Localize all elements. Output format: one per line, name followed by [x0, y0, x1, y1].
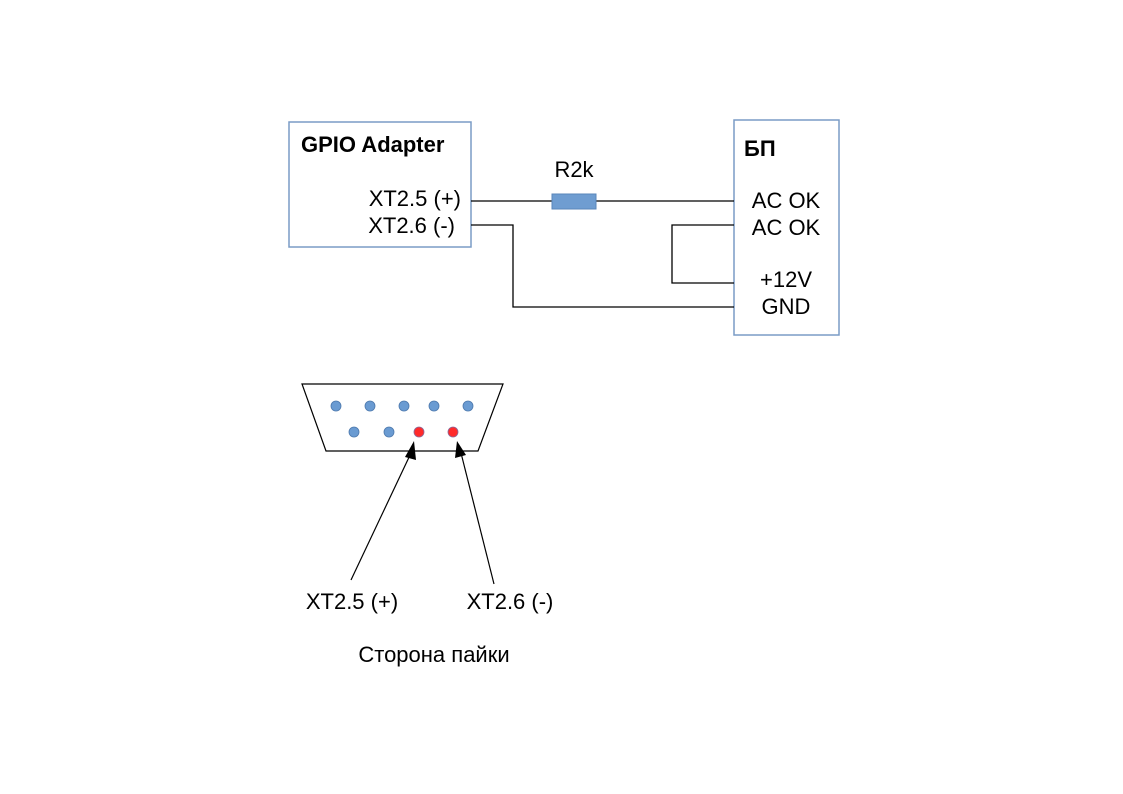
gpio-pin-xt2-5: XT2.5 (+)	[369, 186, 461, 211]
wire-ac-ok-to-12v-jumper	[671, 224, 734, 284]
arrow-xt2-5-head	[405, 441, 416, 460]
connector-outline	[301, 383, 504, 452]
callout-label-xt2-6: XT2.6 (-)	[467, 589, 554, 614]
wires	[471, 200, 734, 308]
gpio-adapter-title: GPIO Adapter	[301, 132, 445, 157]
wire-xt2-6-to-gnd	[471, 224, 734, 308]
arrow-xt2-6-line	[460, 452, 495, 585]
power-supply-box	[733, 119, 840, 336]
callout-label-xt2-5: XT2.5 (+)	[306, 589, 398, 614]
psu-pin-ac-ok-2: AC OK	[752, 215, 821, 240]
connector-pin-top-1	[330, 400, 342, 412]
connector-pin-top-4	[428, 400, 440, 412]
connector-pin-top-5	[462, 400, 474, 412]
resistor-body	[551, 193, 597, 210]
connector-pin-top-3	[398, 400, 410, 412]
power-supply-title: БП	[744, 136, 776, 161]
psu-pin-ac-ok-1: AC OK	[752, 188, 821, 213]
power-supply-block: БП AC OK AC OK +12V GND	[733, 119, 840, 336]
callout-arrows	[350, 441, 495, 585]
connector-pin-highlighted-3	[413, 426, 425, 438]
connector-pin-top-2	[364, 400, 376, 412]
gpio-adapter-block: GPIO Adapter XT2.5 (+) XT2.6 (-)	[288, 121, 472, 248]
connector-pin-highlighted-4	[447, 426, 459, 438]
connector-caption: Сторона пайки	[358, 642, 509, 667]
psu-pin-12v: +12V	[760, 267, 812, 292]
gpio-pin-xt2-6: XT2.6 (-)	[368, 213, 455, 238]
arrow-xt2-5-line	[350, 452, 412, 581]
connector-pin-bottom-1	[348, 426, 360, 438]
db9-connector	[301, 383, 504, 452]
psu-pin-gnd: GND	[762, 294, 811, 319]
connector-pin-bottom-2	[383, 426, 395, 438]
connector-top-row	[330, 400, 474, 412]
resistor-label: R2k	[554, 157, 594, 182]
connector-bottom-row	[348, 426, 459, 438]
arrow-xt2-6-head	[455, 441, 466, 458]
gpio-adapter-box	[288, 121, 472, 248]
resistor: R2k	[551, 157, 597, 210]
